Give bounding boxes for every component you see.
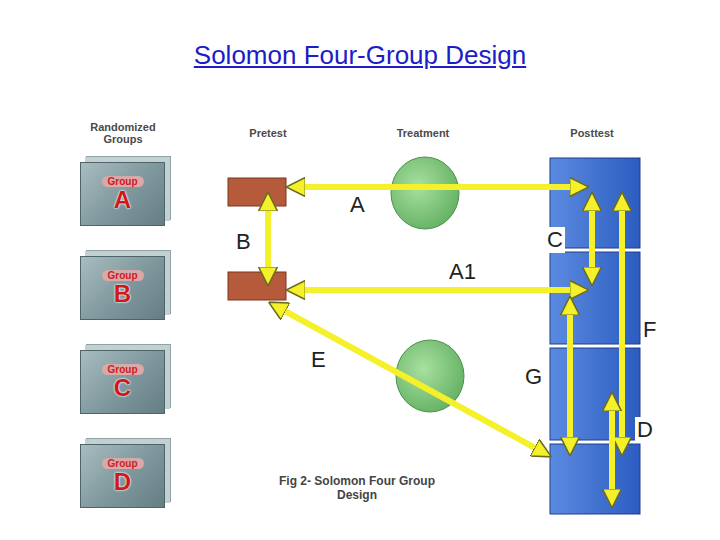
comparison-label: B <box>234 229 253 255</box>
group-word: Group <box>102 270 144 281</box>
comparison-label: C <box>545 227 565 253</box>
group-letter: A <box>114 187 131 212</box>
posttest-column <box>550 158 640 514</box>
group-word: Group <box>102 364 144 375</box>
column-header: Posttest <box>547 128 637 140</box>
page-title: Solomon Four-Group Design <box>0 40 720 71</box>
pretest-box <box>228 178 286 300</box>
column-header: Treatment <box>378 128 468 140</box>
comparison-label: E <box>309 347 328 373</box>
figure-caption: Fig 2- Solomon Four Group Design <box>262 474 452 503</box>
group-box: GroupD <box>80 444 165 508</box>
comparison-label: G <box>523 364 544 390</box>
group-word: Group <box>102 458 144 469</box>
column-header: Randomized Groups <box>75 122 171 145</box>
comparison-arrow <box>268 187 622 504</box>
group-box: GroupB <box>80 256 165 320</box>
group-box: GroupC <box>80 350 165 414</box>
comparison-label: D <box>635 417 655 443</box>
comparison-label: A <box>348 192 367 218</box>
column-header: Pretest <box>228 128 308 140</box>
group-letter: B <box>114 281 131 306</box>
group-letter: C <box>114 375 131 400</box>
comparison-label: F <box>641 317 658 343</box>
group-word: Group <box>102 176 144 187</box>
comparison-label: A1 <box>447 259 478 285</box>
group-box: GroupA <box>80 162 165 226</box>
group-letter: D <box>114 469 131 494</box>
